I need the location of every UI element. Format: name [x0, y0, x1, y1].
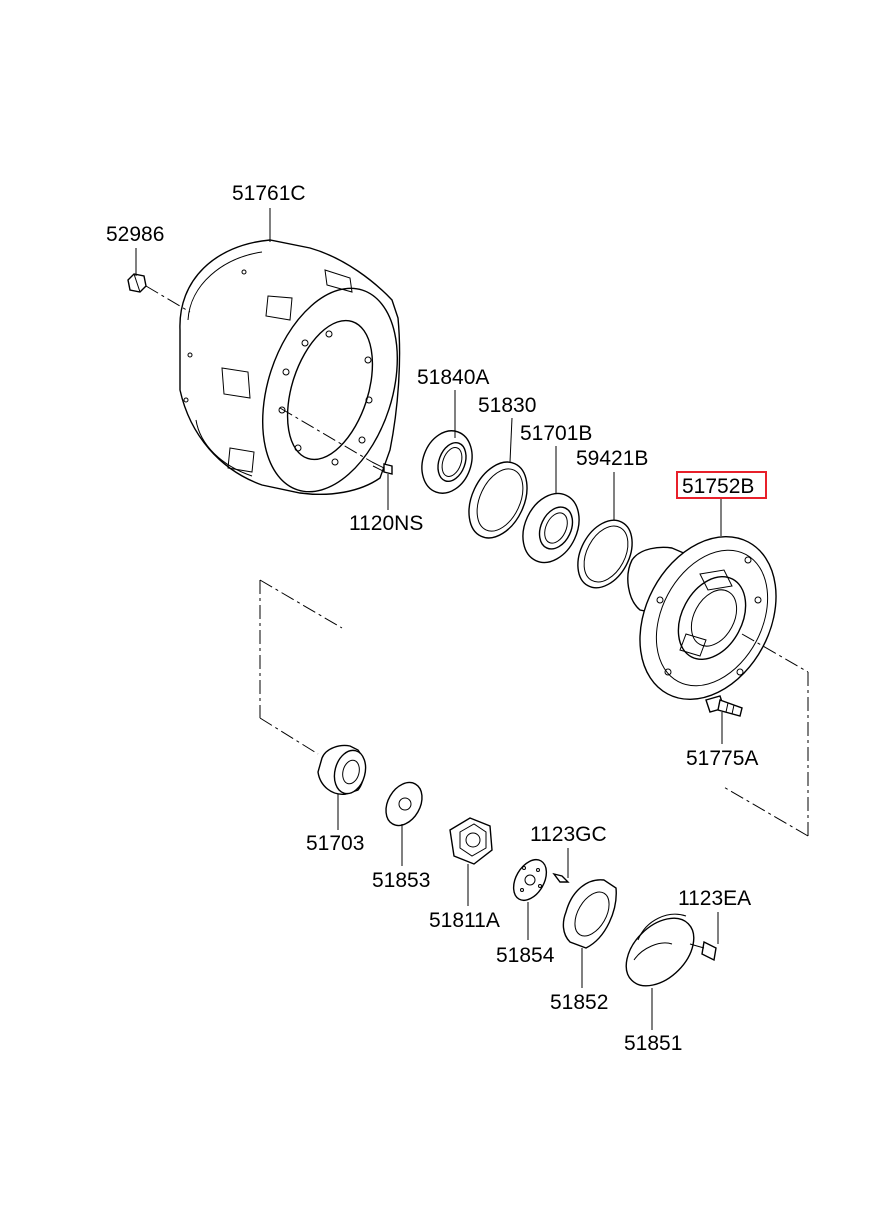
assembly-center-lines	[145, 285, 809, 837]
screw-1123GC[interactable]	[552, 872, 570, 883]
brake-drum-51761C[interactable]	[179, 239, 421, 509]
wheel-hub-51752B[interactable]	[613, 513, 803, 723]
part-labels: 51761C 52986 51840A 51830 51701B 59421B …	[106, 182, 758, 1055]
hub-cap-51851[interactable]	[613, 905, 706, 998]
label-59421B[interactable]: 59421B	[576, 447, 648, 470]
label-51761C[interactable]: 51761C	[232, 182, 306, 205]
label-51775A[interactable]: 51775A	[686, 747, 758, 770]
washer-51853[interactable]	[379, 776, 430, 832]
lock-washer-51854[interactable]	[507, 854, 553, 906]
label-51851[interactable]: 51851	[624, 1032, 682, 1055]
label-51752B[interactable]: 51752B	[682, 475, 754, 498]
label-51840A[interactable]: 51840A	[417, 366, 489, 389]
ring-51830[interactable]	[458, 453, 539, 547]
gasket-51852[interactable]	[562, 879, 617, 949]
label-1120NS[interactable]: 1120NS	[349, 512, 423, 535]
hub-bolt-51775A[interactable]	[705, 695, 743, 717]
label-51853[interactable]: 51853	[372, 869, 430, 892]
label-1123GC[interactable]: 1123GC	[530, 823, 607, 846]
label-51811A[interactable]: 51811A	[429, 909, 500, 932]
screw-1120NS[interactable]	[371, 461, 393, 475]
label-51854[interactable]: 51854	[496, 944, 555, 967]
leader-lines	[135, 208, 723, 1030]
label-52986[interactable]: 52986	[106, 223, 164, 246]
label-51852[interactable]: 51852	[550, 991, 608, 1014]
hub-nut-51811A[interactable]	[449, 817, 493, 865]
label-1123EA[interactable]: 1123EA	[678, 887, 751, 910]
bearing-51703[interactable]	[317, 744, 370, 798]
snap-ring-59421B[interactable]	[567, 511, 643, 597]
wheel-nut-52986[interactable]	[127, 273, 147, 293]
label-51830[interactable]: 51830	[478, 394, 536, 417]
highlight-box-51752B	[676, 471, 767, 499]
label-51703[interactable]: 51703	[306, 832, 364, 855]
label-51701B[interactable]: 51701B	[520, 422, 592, 445]
bearing-51701B[interactable]	[512, 484, 590, 571]
oil-seal-51840A[interactable]	[414, 424, 481, 501]
screw-1123EA[interactable]	[689, 940, 717, 962]
